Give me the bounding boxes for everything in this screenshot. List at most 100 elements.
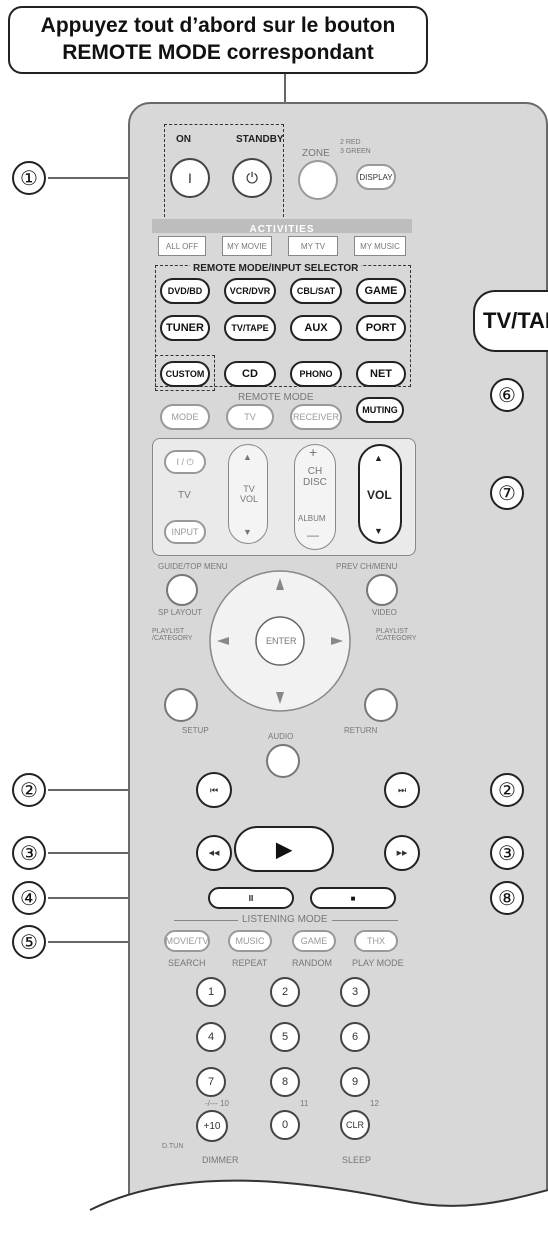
callout-line-2: REMOTE MODE correspondant [62,41,374,64]
custom-outline [155,355,215,391]
zone-label: ZONE [302,148,330,159]
tv-tape-zoom-tab: TV/TAI [473,290,548,352]
aux-button[interactable]: AUX [290,315,342,341]
key-11-sub: 11 [300,1099,309,1108]
vcr-dvr-button[interactable]: VCR/DVR [224,278,276,304]
key-6[interactable]: 6 [340,1022,370,1052]
phono-button[interactable]: PHONO [290,361,342,387]
setup-label: SETUP [182,726,209,735]
my-tv-button[interactable]: MY TV [288,236,338,256]
key-1[interactable]: 1 [196,977,226,1007]
key-plus-10[interactable]: +10 [196,1110,228,1142]
dpad-left-arrow [217,637,229,645]
zone-button[interactable] [298,160,338,200]
vol-rocker[interactable] [358,444,402,544]
display-button[interactable]: DISPLAY [356,164,396,190]
search-label: SEARCH [168,958,206,968]
standby-button[interactable]: ⏻ [232,158,272,198]
tv-label: TV [178,490,191,501]
tv-input-button[interactable]: INPUT [164,520,206,544]
tv-mode-button[interactable]: TV [226,404,274,430]
prev-track-button[interactable]: ⏮ [196,772,232,808]
ch-minus-label: — [307,528,319,542]
on-button[interactable]: I [170,158,210,198]
port-button[interactable]: PORT [356,315,406,341]
key-9[interactable]: 9 [340,1067,370,1097]
dpad-right-arrow [331,637,343,645]
thx-button[interactable]: THX [354,930,398,952]
callout-number-2-right: ② [490,773,524,807]
key-5[interactable]: 5 [270,1022,300,1052]
key-clr[interactable]: CLR [340,1110,370,1140]
key-3[interactable]: 3 [340,977,370,1007]
sleep-label: SLEEP [342,1155,372,1165]
tv-vol-down-arrow: ▼ [243,527,252,537]
ch-plus-label: + [309,444,318,460]
ch-disc-label: CH DISC [303,466,327,488]
random-label: RANDOM [292,958,332,968]
key-7[interactable]: 7 [196,1067,226,1097]
album-label: ALBUM [298,514,326,523]
audio-button[interactable] [266,744,300,778]
return-label: RETURN [344,726,378,735]
dvd-bd-button[interactable]: DVD/BD [160,278,210,304]
my-movie-button[interactable]: MY MOVIE [222,236,272,256]
play-button[interactable]: ▶ [234,826,334,872]
standby-label: STANDBY [236,134,284,145]
callout-number-3-left: ③ [12,836,46,870]
instruction-callout: Appuyez tout d’abord sur le bouton REMOT… [8,6,428,74]
key-2[interactable]: 2 [270,977,300,1007]
callout-number-7: ⑦ [490,476,524,510]
mode-button[interactable]: MODE [160,404,210,430]
tv-vol-label: TV VOL [240,484,259,504]
net-button[interactable]: NET [356,361,406,387]
rewind-button[interactable]: ◀◀ [196,835,232,871]
return-button[interactable] [364,688,398,722]
dtun-label: D.TUN [162,1143,184,1150]
callout-number-5: ⑤ [12,925,46,959]
receiver-button[interactable]: RECEIVER [290,404,342,430]
audio-label: AUDIO [268,732,294,741]
game-mode-button[interactable]: GAME [292,930,336,952]
all-off-button[interactable]: ALL OFF [158,236,206,256]
dpad-up-arrow [276,578,284,590]
key-12-sub: 12 [370,1099,379,1108]
zone-red-label: 2 RED [340,139,361,146]
tuner-button[interactable]: TUNER [160,315,210,341]
tv-vol-rocker[interactable] [228,444,268,544]
sp-layout-label: SP LAYOUT [158,608,203,617]
muting-button[interactable]: MUTING [356,397,404,423]
zone-green-label: 3 GREEN [340,148,371,155]
key-0[interactable]: 0 [270,1110,300,1140]
activities-header: ACTIVITIES [249,224,315,235]
setup-button[interactable] [164,688,198,722]
tv-power-button[interactable]: I / ⏻ [164,450,206,474]
key-4[interactable]: 4 [196,1022,226,1052]
ch-disc-rocker[interactable] [294,444,336,550]
guide-button[interactable] [166,574,198,606]
selector-header: REMOTE MODE/INPUT SELECTOR [190,263,362,274]
next-track-button[interactable]: ⏭ [384,772,420,808]
stop-button[interactable]: ■ [310,887,396,909]
game-button[interactable]: GAME [356,278,406,304]
custom-button[interactable]: CUSTOM [160,361,210,387]
vol-label: VOL [367,488,392,502]
cbl-sat-button[interactable]: CBL/SAT [290,278,342,304]
pause-button[interactable]: II [208,887,294,909]
playlist-left-label: PLAYLIST /CATEGORY [152,628,193,642]
my-music-button[interactable]: MY MUSIC [354,236,406,256]
cd-button[interactable]: CD [224,361,276,387]
tv-tape-button[interactable]: TV/TAPE [224,315,276,341]
tv-vol-up-arrow: ▲ [243,452,252,462]
movie-tv-button[interactable]: MOVIE/TV [164,930,210,952]
prev-ch-button[interactable] [366,574,398,606]
remote-mode-header: REMOTE MODE [238,392,314,403]
callout-number-1: ① [12,161,46,195]
vol-down-arrow: ▼ [374,526,383,536]
callout-number-4: ④ [12,881,46,915]
music-button[interactable]: MUSIC [228,930,272,952]
fast-forward-button[interactable]: ▶▶ [384,835,420,871]
key-8[interactable]: 8 [270,1067,300,1097]
callout-number-6: ⑥ [490,378,524,412]
dpad[interactable] [205,566,355,716]
